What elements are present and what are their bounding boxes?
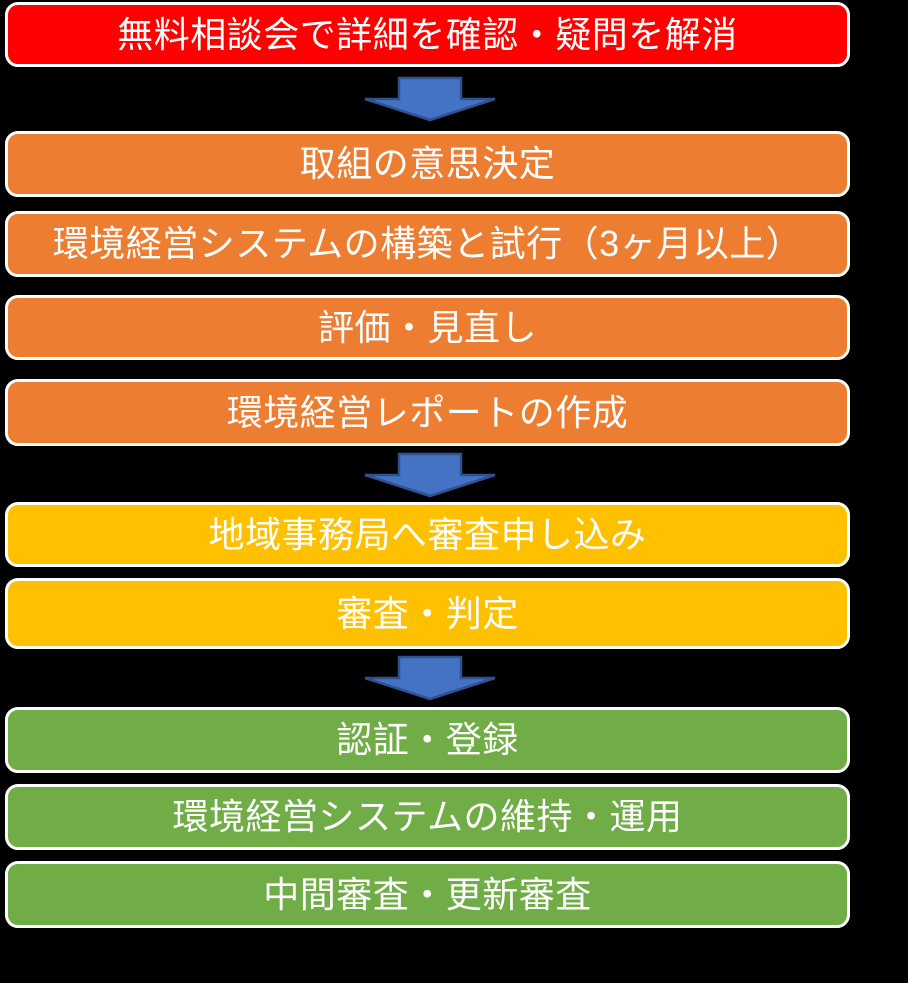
step-label: 中間審査・更新審査 xyxy=(263,873,592,915)
step-label: 無料相談会で詳細を確認・疑問を解消 xyxy=(117,13,738,55)
step-create-environmental-report: 環境経営レポートの作成 xyxy=(5,379,850,446)
step-free-consultation: 無料相談会で詳細を確認・疑問を解消 xyxy=(5,2,850,67)
step-maintain-operate-system: 環境経営システムの維持・運用 xyxy=(5,784,850,850)
step-apply-for-examination: 地域事務局へ審査申し込み xyxy=(5,502,850,567)
down-arrow-icon xyxy=(363,655,497,701)
step-evaluation-review: 評価・見直し xyxy=(5,295,850,360)
step-label: 環境経営システムの構築と試行（3ヶ月以上） xyxy=(52,223,803,264)
step-label: 環境経営レポートの作成 xyxy=(226,391,629,433)
step-build-and-trial-system: 環境経営システムの構築と試行（3ヶ月以上） xyxy=(5,211,850,277)
step-interim-renewal-examination: 中間審査・更新審査 xyxy=(5,861,850,928)
down-arrow-icon xyxy=(363,76,497,122)
step-label: 環境経営システムの維持・運用 xyxy=(172,796,683,837)
step-label: 地域事務局へ審査申し込み xyxy=(208,513,647,555)
step-examination-judgement: 審査・判定 xyxy=(5,578,850,649)
step-certification-registration: 認証・登録 xyxy=(5,707,850,773)
step-decision-to-engage: 取組の意思決定 xyxy=(5,131,850,197)
step-label: 審査・判定 xyxy=(336,592,519,634)
down-arrow-icon xyxy=(363,452,497,498)
step-label: 取組の意思決定 xyxy=(299,143,556,184)
step-label: 評価・見直し xyxy=(317,306,537,348)
step-label: 認証・登録 xyxy=(336,719,519,760)
